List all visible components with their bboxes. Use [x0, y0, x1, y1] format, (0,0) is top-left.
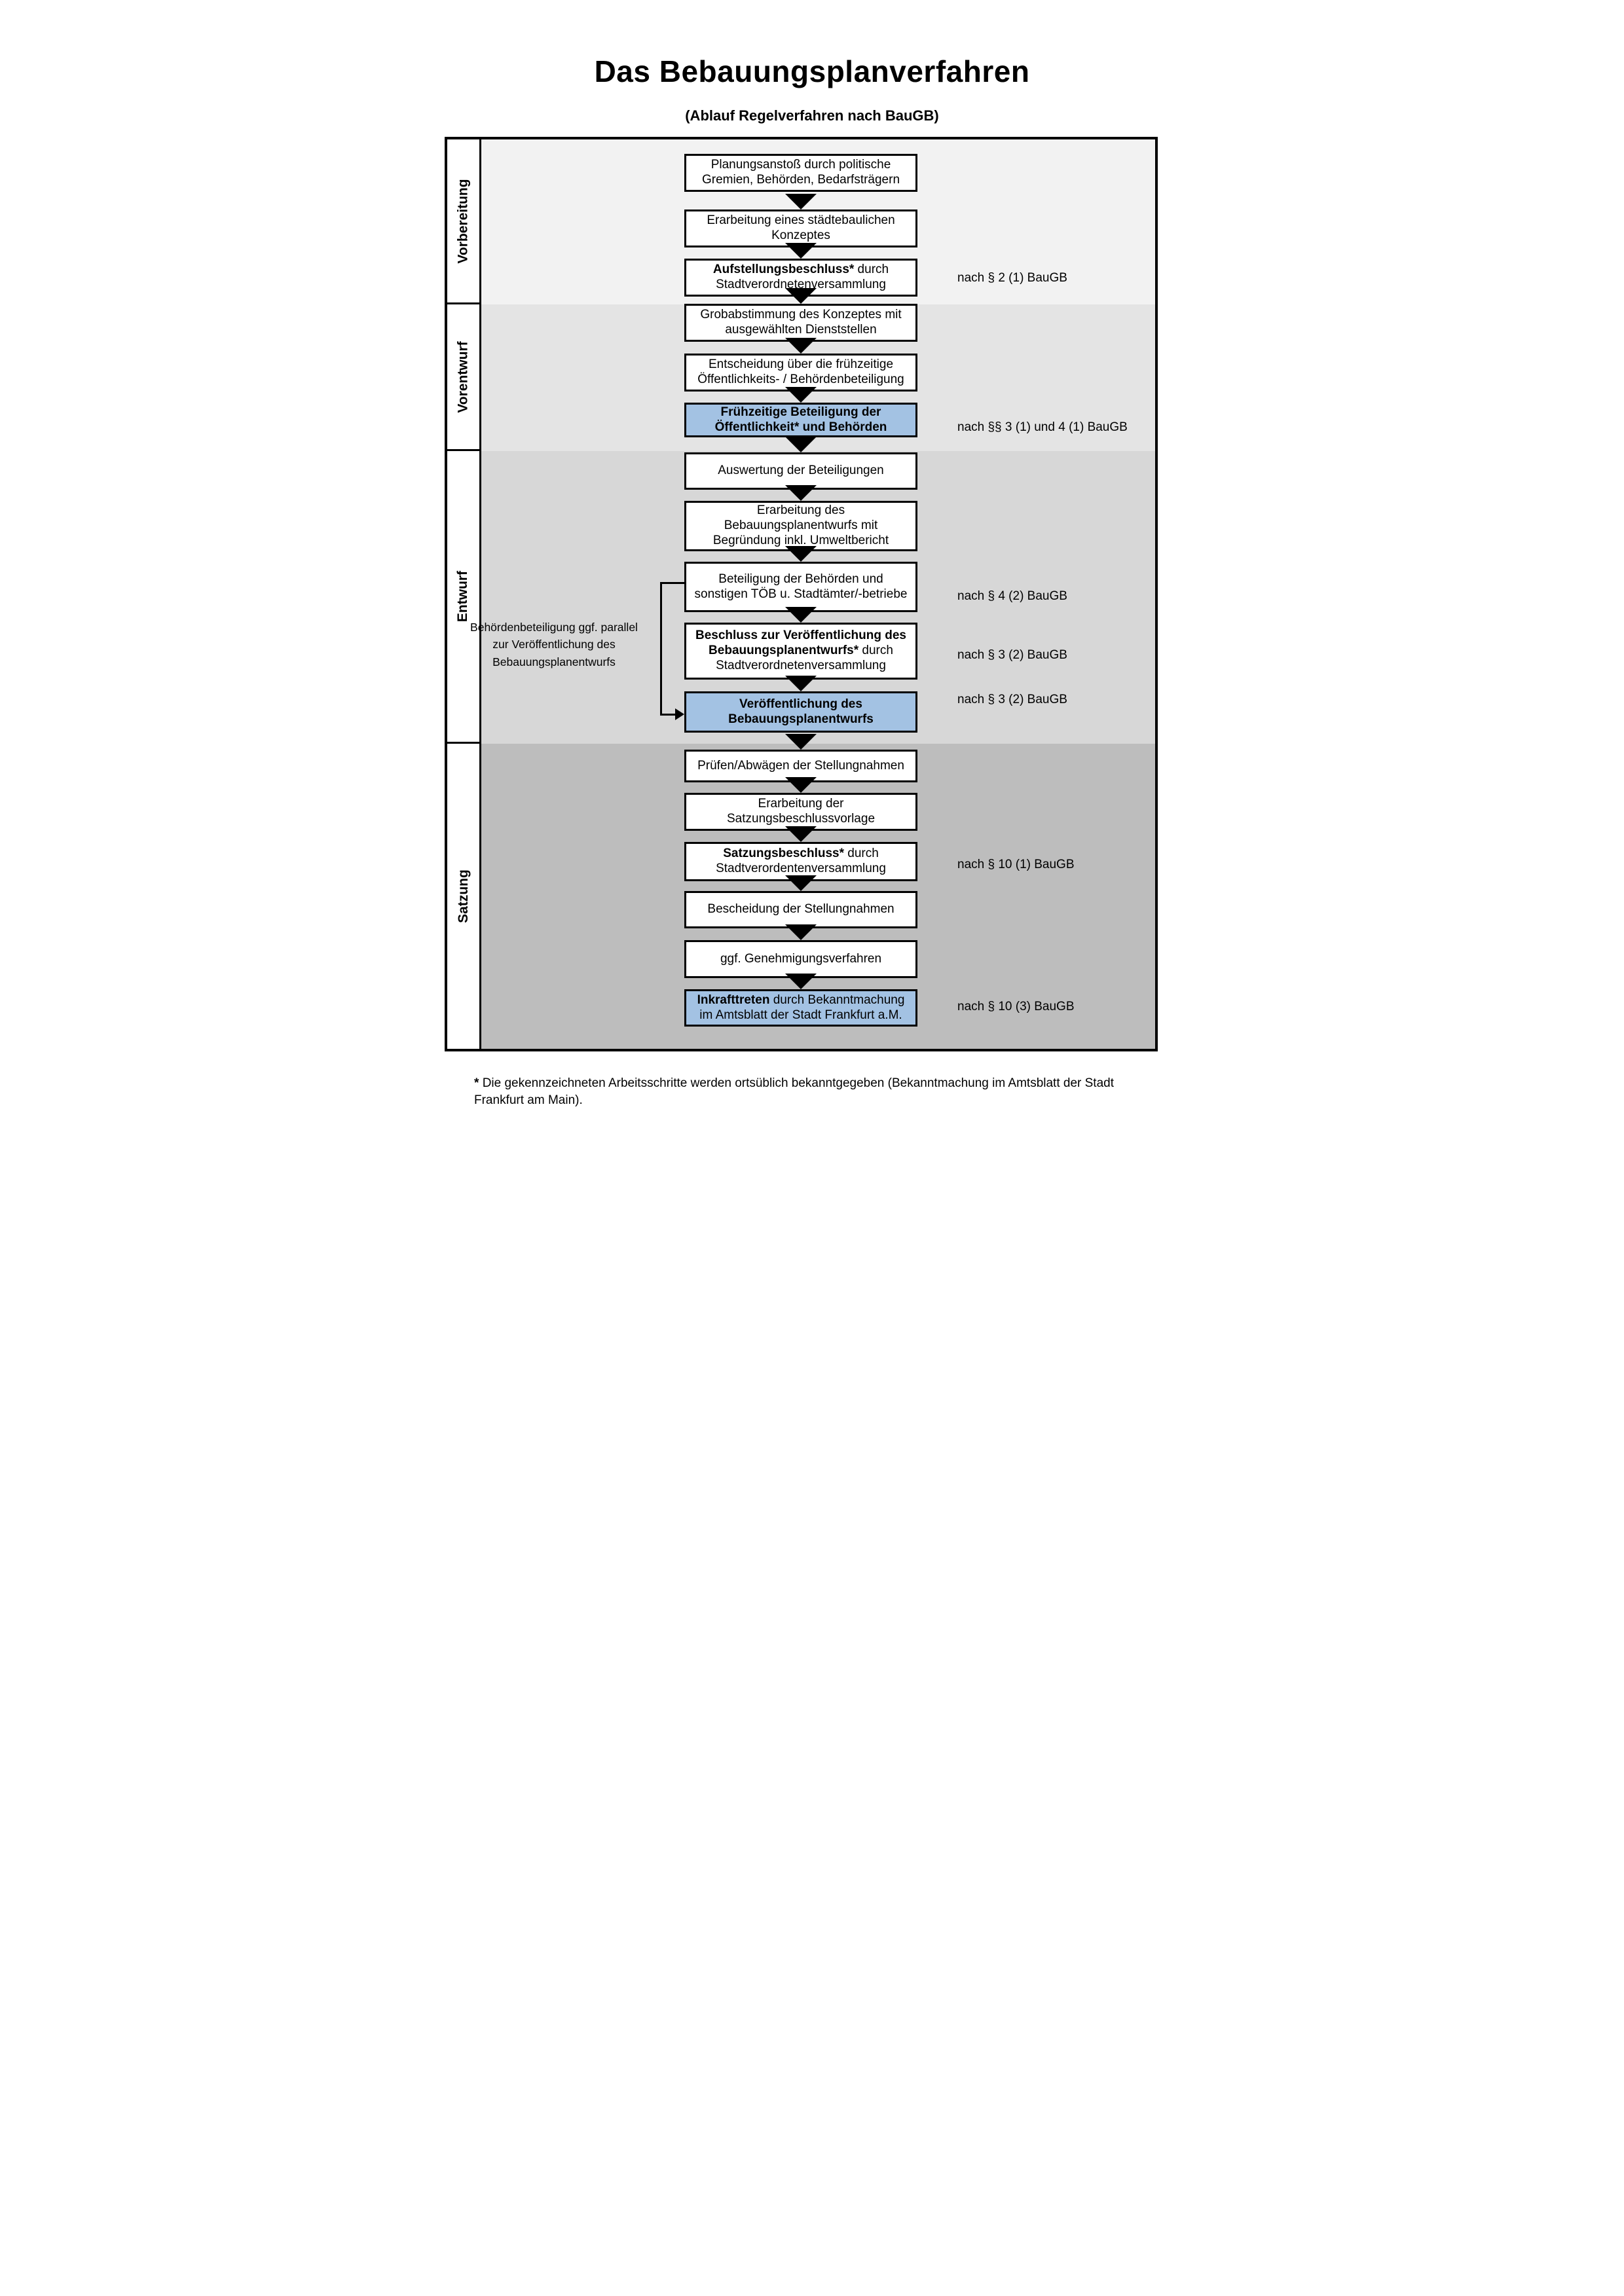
legal-reference: nach § 3 (2) BauGB: [957, 648, 1067, 662]
footnote-marker: *: [474, 1076, 479, 1090]
phase-label-satzung: Satzung: [447, 744, 481, 1049]
arrow-down-icon: [785, 875, 817, 891]
phase-label-text: Entwurf: [455, 570, 471, 623]
step-satzungsbeschluss: Satzungsbeschluss* durch Stadtverordente…: [684, 842, 917, 881]
parallel-connector-vertical: [660, 582, 662, 716]
parallel-note: Behördenbeteiligung ggf. parallel zur Ve…: [470, 621, 638, 668]
arrow-down-icon: [785, 437, 817, 452]
arrow-down-icon: [785, 194, 817, 210]
phase-label-text: Vorentwurf: [455, 340, 471, 413]
phase-label-entwurf: Entwurf: [447, 451, 481, 744]
arrow-down-icon: [785, 338, 817, 354]
step-pruefen-abwaegen: Prüfen/Abwägen der Stellungnahmen: [684, 750, 917, 782]
footnote: * Die gekennzeichneten Arbeitsschritte w…: [474, 1075, 1155, 1108]
arrow-right-icon: [675, 708, 684, 720]
phase-label-vorentwurf: Vorentwurf: [447, 304, 481, 451]
arrow-down-icon: [785, 546, 817, 562]
page-title: Das Bebauungsplanverfahren: [594, 54, 1030, 88]
step-bescheidung: Bescheidung der Stellungnahmen: [684, 891, 917, 928]
phase-label-vorbereitung: Vorbereitung: [447, 139, 481, 304]
step-beteiligung-behoerden: Beteiligung der Behörden und sonstigen T…: [684, 562, 917, 612]
legal-reference: nach § 2 (1) BauGB: [957, 271, 1067, 285]
step-genehmigungsverfahren: ggf. Genehmigungsverfahren: [684, 940, 917, 978]
flowchart-page: Das Bebauungsplanverfahren (Ablauf Regel…: [406, 0, 1218, 1148]
page-subtitle: (Ablauf Regelverfahren nach BauGB): [685, 107, 939, 124]
legal-reference: nach §§ 3 (1) und 4 (1) BauGB: [957, 420, 1128, 434]
parallel-connector-bottom: [660, 714, 676, 716]
step-grobabstimmung: Grobabstimmung des Konzeptes mit ausgewä…: [684, 304, 917, 342]
arrow-down-icon: [785, 288, 817, 304]
arrow-down-icon: [785, 974, 817, 989]
arrow-down-icon: [785, 243, 817, 259]
arrow-down-icon: [785, 734, 817, 750]
phase-label-text: Vorbereitung: [455, 178, 471, 264]
arrow-down-icon: [785, 924, 817, 940]
step-inkrafttreten: Inkrafttreten durch Bekanntmachung im Am…: [684, 989, 917, 1027]
step-entscheidung-beteiligung: Entscheidung über die frühzeitige Öffent…: [684, 354, 917, 392]
arrow-down-icon: [785, 485, 817, 501]
step-beschluss-veroeffentlichung: Beschluss zur Veröffentlichung des Bebau…: [684, 623, 917, 680]
step-veroeffentlichung: Veröffentlichung des Bebauungsplanentwur…: [684, 691, 917, 733]
footnote-text: Die gekennzeichneten Arbeitsschritte wer…: [474, 1076, 1114, 1107]
step-erarbeitung-konzept: Erarbeitung eines städtebaulichen Konzep…: [684, 210, 917, 247]
step-erarbeitung-satzungsvorlage: Erarbeitung der Satzungsbeschlussvorlage: [684, 793, 917, 831]
step-erarbeitung-entwurf: Erarbeitung des Bebauungsplanentwurfs mi…: [684, 501, 917, 551]
arrow-down-icon: [785, 826, 817, 842]
diagram-frame: Vorbereitung Vorentwurf Entwurf Satzung …: [445, 137, 1158, 1051]
legal-reference: nach § 4 (2) BauGB: [957, 589, 1067, 603]
step-auswertung: Auswertung der Beteiligungen: [684, 452, 917, 490]
step-planungsanstoss: Planungsanstoß durch politische Gremien,…: [684, 154, 917, 192]
phase-label-text: Satzung: [455, 869, 471, 923]
arrow-down-icon: [785, 387, 817, 403]
arrow-down-icon: [785, 777, 817, 793]
legal-reference: nach § 10 (1) BauGB: [957, 858, 1075, 871]
legal-reference: nach § 10 (3) BauGB: [957, 1000, 1075, 1013]
arrow-down-icon: [785, 676, 817, 691]
step-fruehzeitige-beteiligung: Frühzeitige Beteiligung der Öffentlichke…: [684, 403, 917, 437]
arrow-down-icon: [785, 607, 817, 623]
parallel-connector-top: [660, 582, 684, 584]
legal-reference: nach § 3 (2) BauGB: [957, 693, 1067, 706]
